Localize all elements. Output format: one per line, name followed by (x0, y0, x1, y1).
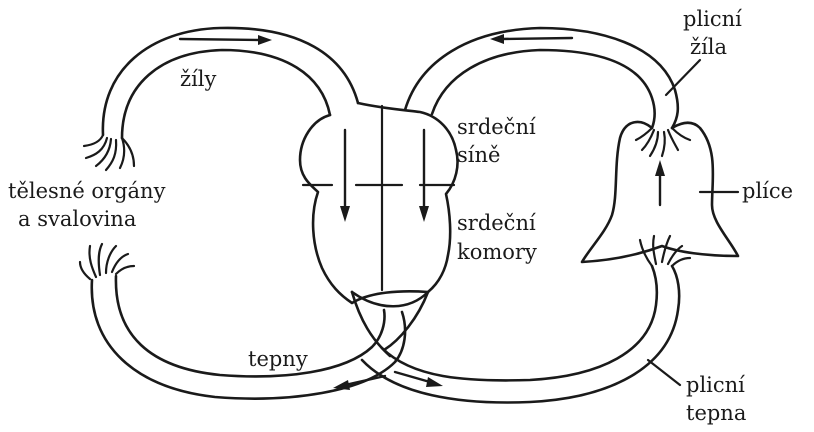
label-ventricles-line1: srdeční (457, 211, 536, 235)
label-ventricles-line2: komory (457, 240, 537, 264)
label-pulmonary-artery-line1: plicní (686, 373, 745, 397)
leader-lines (648, 60, 738, 385)
label-lungs: plíce (742, 179, 793, 203)
systemic-arteries (92, 276, 405, 399)
label-veins: žíly (180, 67, 216, 91)
label-organs-line2: a svalovina (18, 207, 136, 231)
label-atria-line1: srdeční (457, 115, 536, 139)
label-pulmonary-vein-line2: žíla (690, 35, 727, 59)
pulmonary-veins (405, 28, 678, 128)
lung (582, 122, 738, 266)
heart (300, 103, 458, 303)
label-pulmonary-vein-line1: plicní (683, 7, 742, 31)
great-vessels (352, 292, 428, 356)
label-arteries: tepny (248, 347, 308, 371)
label-pulmonary-artery-line2: tepna (686, 401, 746, 425)
systemic-veins (103, 28, 358, 138)
label-organs-line1: tělesné orgány (8, 179, 166, 203)
systemic-capillaries-bottom (80, 244, 134, 279)
pulmonary-arteries (362, 266, 679, 403)
systemic-capillaries-top (84, 135, 134, 170)
label-atria-line2: síně (457, 143, 500, 167)
